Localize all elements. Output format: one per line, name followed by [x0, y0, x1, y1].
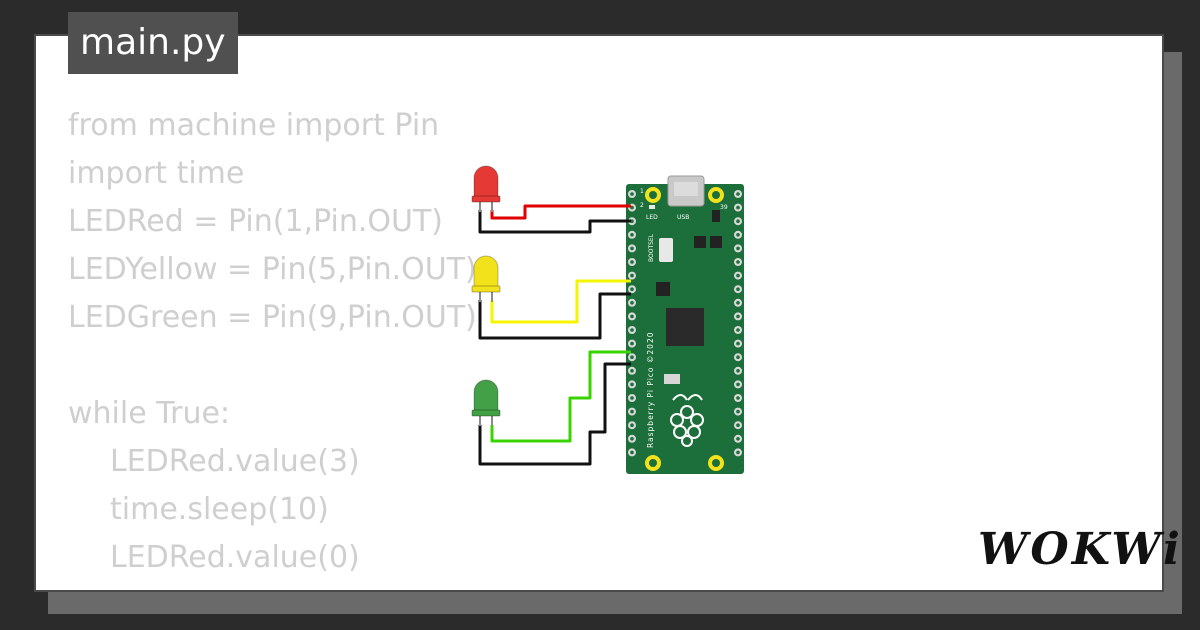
component: [712, 210, 720, 222]
pin-hole: [736, 450, 740, 455]
onboard-led: [649, 205, 655, 209]
pin-hole: [630, 382, 634, 387]
pin-hole: [736, 260, 740, 264]
wires: [478, 204, 631, 466]
pin-hole: [630, 369, 634, 373]
code-line: while True:: [68, 396, 231, 431]
pin-hole: [736, 246, 740, 251]
wokwi-logo: WOKWi: [978, 524, 1183, 575]
file-tab[interactable]: main.py: [68, 12, 238, 74]
pin2-label: 2: [640, 202, 644, 209]
wire-yellow[interactable]: [490, 279, 631, 324]
pin-hole: [736, 369, 740, 373]
code-line: time.sleep(10): [110, 492, 329, 527]
component: [694, 236, 706, 248]
pin-hole: [736, 341, 740, 346]
pin-hole: [630, 409, 634, 414]
pin-hole: [736, 396, 740, 400]
rp2040-chip: [666, 308, 704, 346]
mounting-hole-center: [712, 191, 720, 199]
raspberry-pi-logo: [670, 394, 704, 447]
usb-port-icon: [674, 182, 698, 196]
pin-hole: [736, 423, 740, 428]
led-bulb: [473, 165, 499, 201]
led-green[interactable]: [471, 379, 501, 426]
code-line: LEDGreen = Pin(9,Pin.OUT): [68, 300, 477, 335]
pin39-label: 39: [720, 204, 728, 211]
pin-hole: [630, 246, 634, 251]
pin-hole: [736, 287, 740, 292]
file-tab-label: main.py: [80, 22, 226, 63]
pin-hole: [736, 301, 740, 305]
pin-hole: [736, 437, 740, 441]
pin-hole: [736, 382, 740, 387]
wire-black[interactable]: [478, 292, 631, 340]
led-base: [471, 409, 501, 417]
wire-red[interactable]: [490, 204, 631, 220]
pin-hole: [736, 192, 740, 196]
component: [710, 236, 722, 248]
code-preview: from machine import Pin import time LEDR…: [68, 102, 477, 582]
pin-hole: [630, 205, 634, 210]
led-base: [471, 195, 501, 203]
pin-hole: [630, 301, 634, 305]
wire-green[interactable]: [490, 350, 631, 443]
pin-hole: [736, 409, 740, 414]
code-line: LEDYellow = Pin(5,Pin.OUT): [68, 252, 477, 287]
wire-black[interactable]: [478, 210, 631, 234]
pin-hole: [630, 396, 634, 400]
code-line: LEDRed.value(0): [110, 540, 360, 575]
pin-hole: [736, 219, 740, 223]
mounting-hole-center: [712, 459, 720, 467]
component: [664, 374, 680, 384]
pin-hole: [630, 233, 634, 237]
pin-hole: [630, 314, 634, 319]
led-bulb: [473, 255, 499, 291]
pin-hole: [630, 328, 634, 332]
pin-row-left: [628, 190, 636, 457]
pin-hole: [630, 219, 634, 223]
pin-hole: [736, 328, 740, 332]
pin-hole: [736, 205, 740, 210]
led-red[interactable]: [471, 165, 501, 212]
component: [656, 282, 670, 296]
pin-hole: [630, 450, 634, 455]
led-yellow[interactable]: [471, 255, 501, 302]
pin-row-right: [734, 190, 742, 457]
pin-hole: [630, 260, 634, 264]
pin-hole: [630, 437, 634, 441]
pin-hole: [630, 355, 634, 360]
pin-hole: [630, 192, 634, 196]
pin-hole: [736, 273, 740, 278]
code-line: from machine import Pin: [68, 108, 440, 143]
pin-hole: [630, 341, 634, 346]
code-line: LEDRed = Pin(1,Pin.OUT): [68, 204, 443, 239]
pin-hole: [630, 287, 634, 292]
mounting-hole-center: [649, 459, 657, 467]
led-base: [471, 285, 501, 293]
pin-hole: [630, 423, 634, 428]
code-line: LEDRed.value(3): [110, 444, 360, 479]
pin-hole: [736, 233, 740, 237]
bootsel-button[interactable]: [659, 238, 673, 262]
pin1-label: 1: [640, 188, 644, 195]
pin-hole: [736, 314, 740, 319]
led-bulb: [473, 379, 499, 415]
board-label: Raspberry Pi Pico ©2020: [646, 332, 655, 449]
mounting-hole-center: [649, 191, 657, 199]
pin-hole: [630, 273, 634, 278]
pin-hole: [736, 355, 740, 360]
bootsel-label: BOOTSEL: [648, 233, 655, 262]
led-label: LED: [646, 214, 658, 221]
code-line: import time: [68, 156, 245, 191]
usb-label: USB: [677, 214, 689, 221]
wire-black[interactable]: [478, 362, 631, 466]
pico-board[interactable]: 1 2 39 LED USB BOOTSEL Raspberry Pi Pico…: [626, 175, 744, 474]
